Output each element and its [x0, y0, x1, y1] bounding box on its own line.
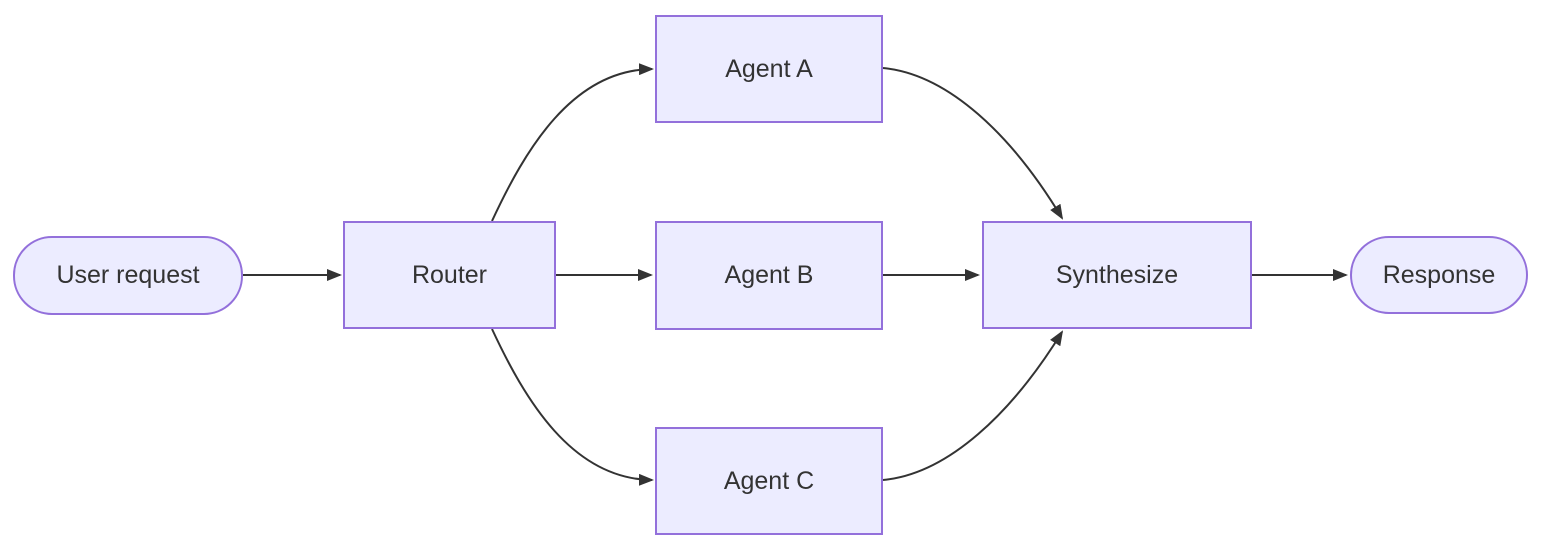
- node-agent-c: Agent C: [655, 427, 883, 535]
- node-response-label: Response: [1382, 260, 1496, 289]
- node-router: Router: [343, 221, 556, 329]
- node-response: Response: [1350, 236, 1528, 314]
- node-agent-a-label: Agent A: [725, 54, 813, 83]
- node-user-request: User request: [13, 236, 243, 315]
- node-user-request-label: User request: [56, 261, 200, 289]
- node-agent-b-label: Agent B: [724, 261, 814, 289]
- edge-router-to-agent-a: [491, 63, 654, 222]
- node-synthesize-label: Synthesize: [1055, 260, 1179, 289]
- node-agent-b: Agent B: [655, 221, 883, 330]
- edge-agent-c-to-synthesize: [882, 330, 1064, 481]
- edge-router-to-agent-c: [491, 328, 654, 486]
- edge-agent-a-to-synthesize: [882, 67, 1064, 220]
- node-agent-a: Agent A: [655, 15, 883, 123]
- node-agent-c-label: Agent C: [723, 466, 815, 495]
- node-router-label: Router: [411, 260, 488, 289]
- node-synthesize: Synthesize: [982, 221, 1252, 329]
